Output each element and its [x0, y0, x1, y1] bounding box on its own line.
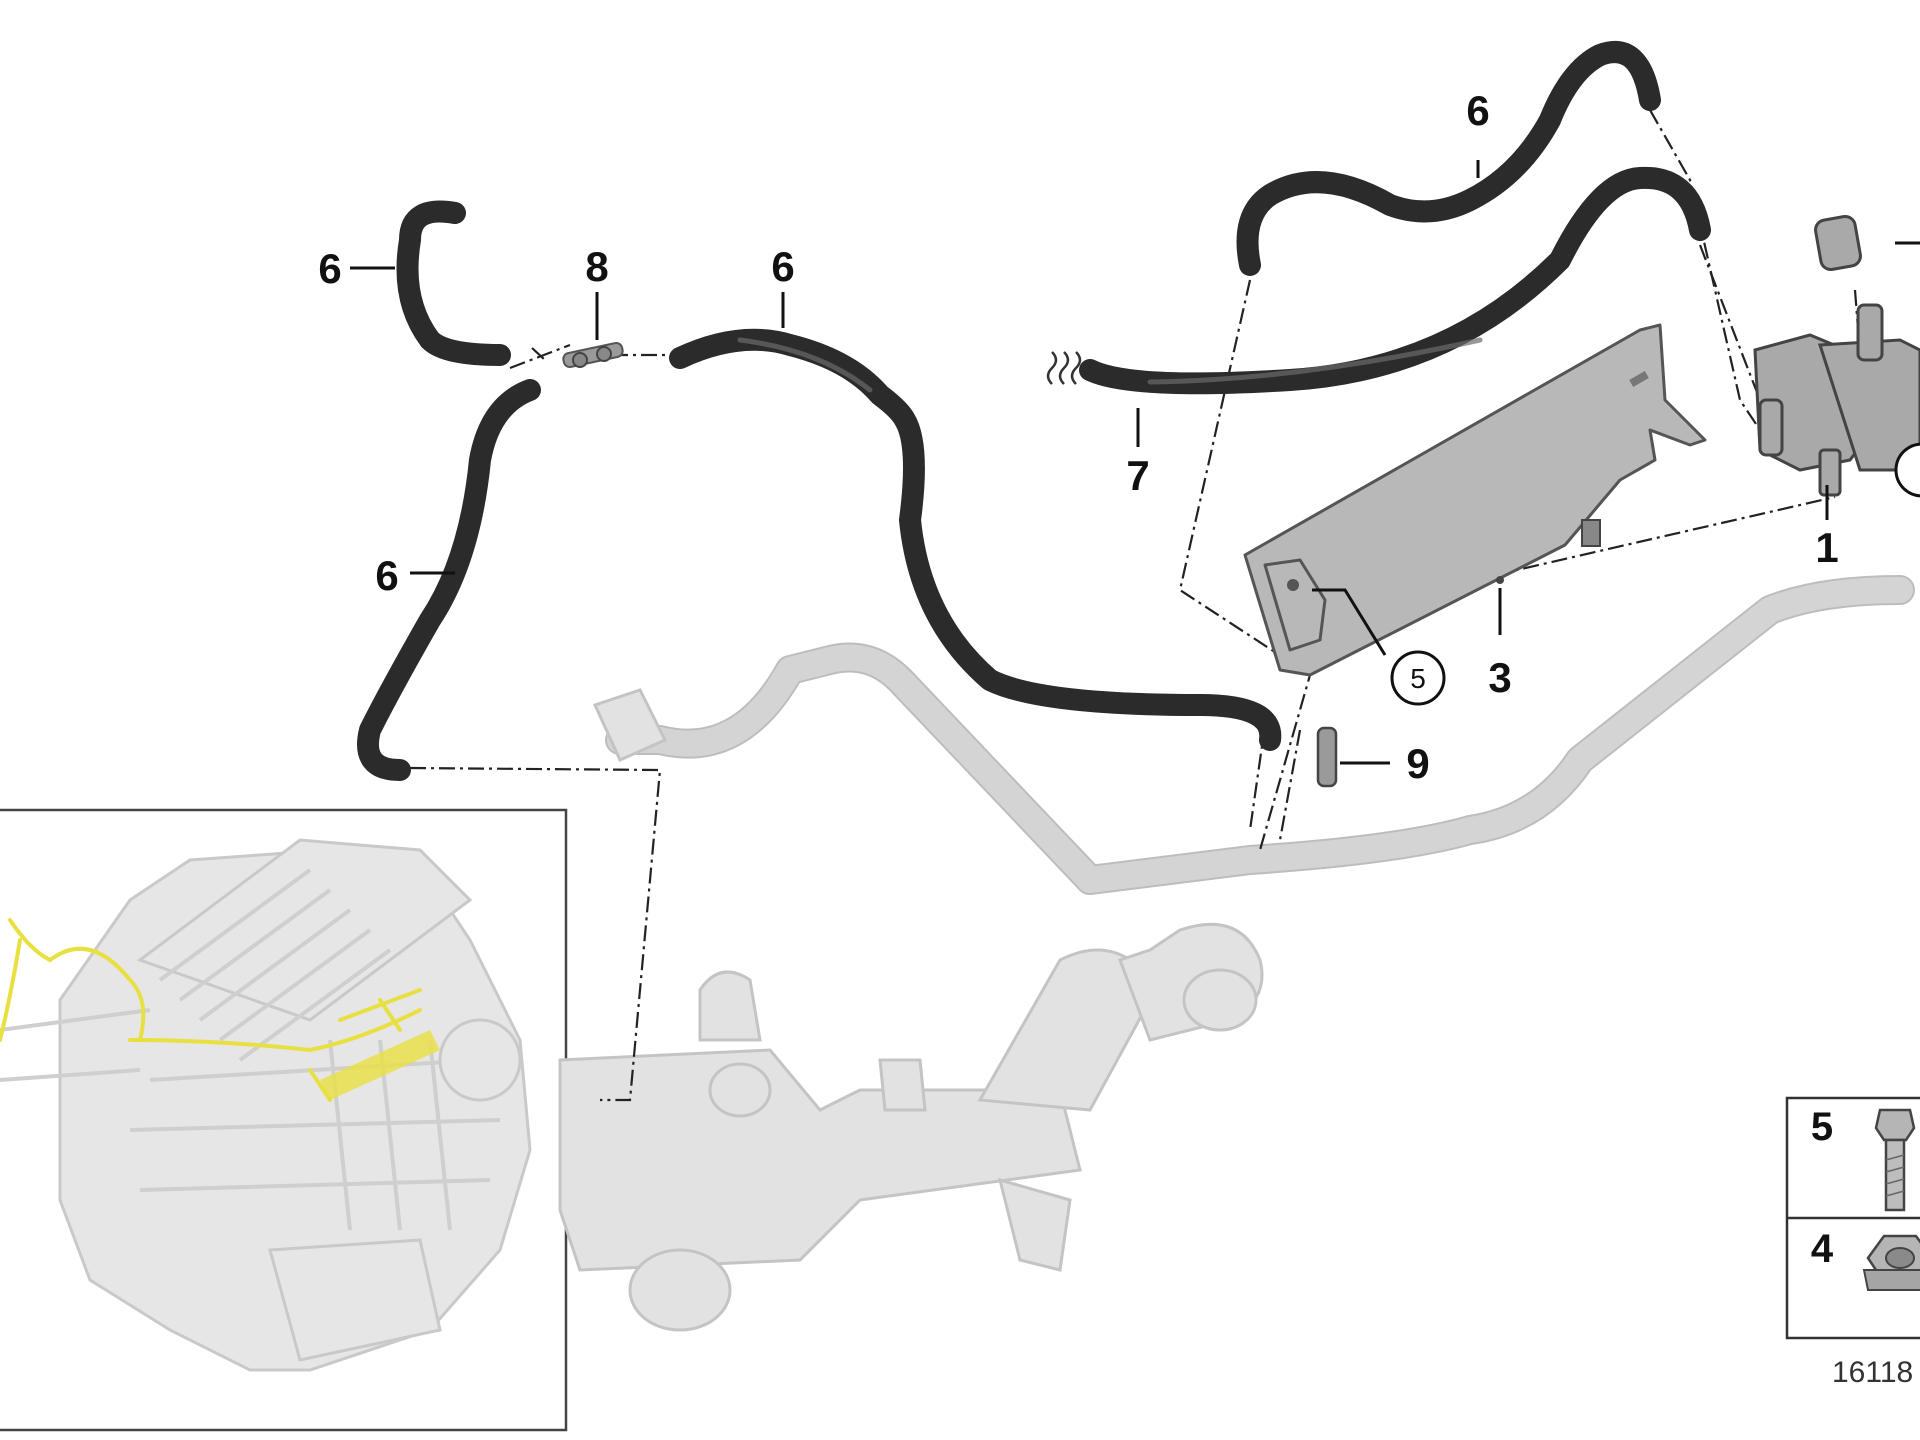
hose-6-left-long — [357, 379, 541, 781]
legend-number-5: 5 — [1811, 1105, 1833, 1149]
bolt-icon — [1874, 1108, 1916, 1212]
callout-6-middle: 6 — [771, 243, 794, 290]
callout-6-top-right: 6 — [1466, 87, 1489, 134]
hose-6-left-top — [396, 200, 511, 366]
valve-part-1 — [1753, 214, 1920, 497]
reference-number: 16118 — [1832, 1356, 1913, 1389]
callout-circle-partial — [1894, 442, 1920, 498]
ghost-pipe-assembly — [558, 575, 1915, 1332]
callout-circle-5-label: 5 — [1410, 663, 1426, 694]
callout-8: 8 — [585, 243, 608, 290]
heat-symbol-icon — [1046, 351, 1082, 385]
assembly-lines — [409, 109, 1862, 1102]
callout-6-left: 6 — [375, 552, 398, 599]
engine-illustration — [0, 838, 532, 1372]
stud-part-9 — [1316, 726, 1338, 788]
callout-circle-5 — [1390, 650, 1446, 706]
bracket-part-3 — [1243, 323, 1707, 677]
hoses — [357, 41, 1711, 781]
nut-icon — [1862, 1234, 1920, 1291]
callout-9: 9 — [1406, 740, 1429, 787]
callout-7: 7 — [1126, 452, 1149, 499]
leader-lines — [350, 160, 1920, 765]
hose-6-top-right — [1236, 41, 1661, 276]
callout-1: 1 — [1815, 524, 1838, 571]
connector-part-8 — [562, 342, 624, 368]
callout-3: 3 — [1488, 654, 1511, 701]
fastener-legend: 5 4 16118 — [1785, 1096, 1920, 1389]
engine-inset — [0, 808, 568, 1432]
hose-6-right — [669, 328, 1282, 751]
callouts: 6 8 6 6 6 7 9 3 1 5 — [318, 87, 1920, 787]
callout-6-left-top: 6 — [318, 245, 341, 292]
legend-number-4: 4 — [1811, 1227, 1834, 1271]
